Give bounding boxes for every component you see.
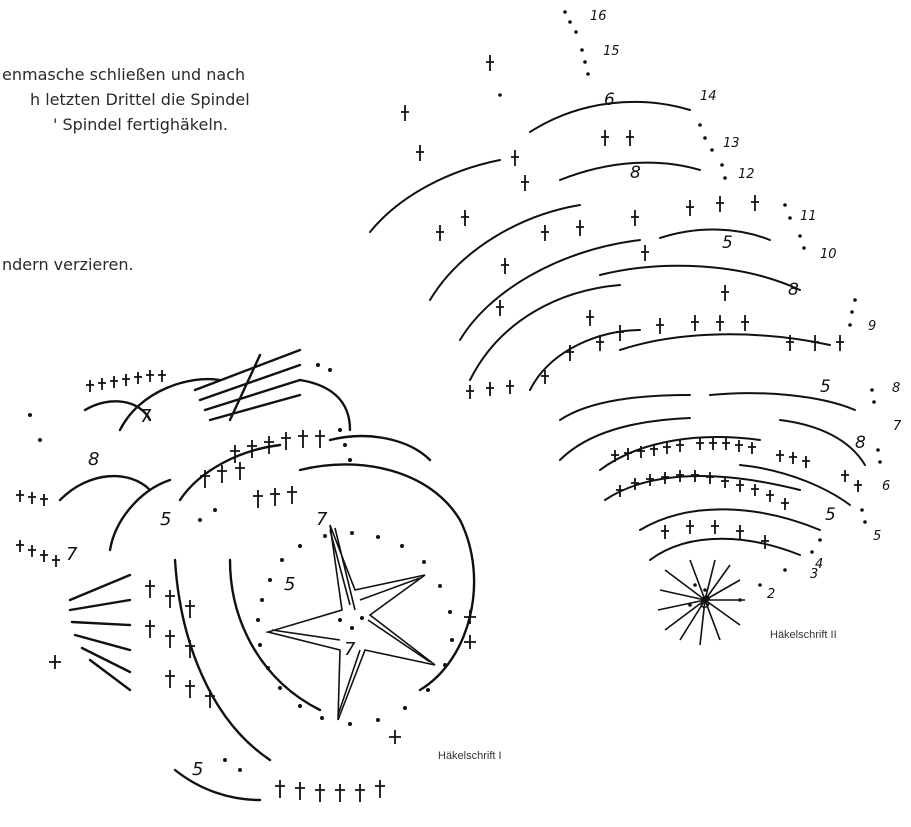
- outer-arc: [330, 436, 430, 460]
- stitch-marks: [16, 370, 476, 802]
- star-motif: [268, 525, 435, 720]
- chart-caption-1: Häkelschrift I: [438, 750, 502, 762]
- row-number: 8: [88, 449, 99, 470]
- chart-caption-2: Häkelschrift II: [770, 629, 837, 641]
- outer-arc: [300, 380, 350, 430]
- row-number: 7: [66, 544, 78, 565]
- outer-arc: [300, 464, 474, 690]
- row-number: 7: [344, 639, 356, 660]
- row-number: 7: [316, 509, 328, 530]
- outer-arc: [175, 560, 270, 760]
- row-number: 5: [160, 509, 171, 530]
- row-number: 5: [284, 574, 295, 595]
- outer-arc: [175, 770, 260, 800]
- chart1-numbers: 7 8 7 5 7 5 7 5: [66, 406, 356, 780]
- row-number: 7: [140, 406, 152, 427]
- fan-strands: [70, 575, 130, 690]
- fan-strands: [195, 350, 300, 420]
- row-number: 5: [192, 759, 203, 780]
- outer-arc: [60, 476, 150, 500]
- outer-arc: [180, 445, 280, 500]
- dotted-ring: [28, 363, 454, 772]
